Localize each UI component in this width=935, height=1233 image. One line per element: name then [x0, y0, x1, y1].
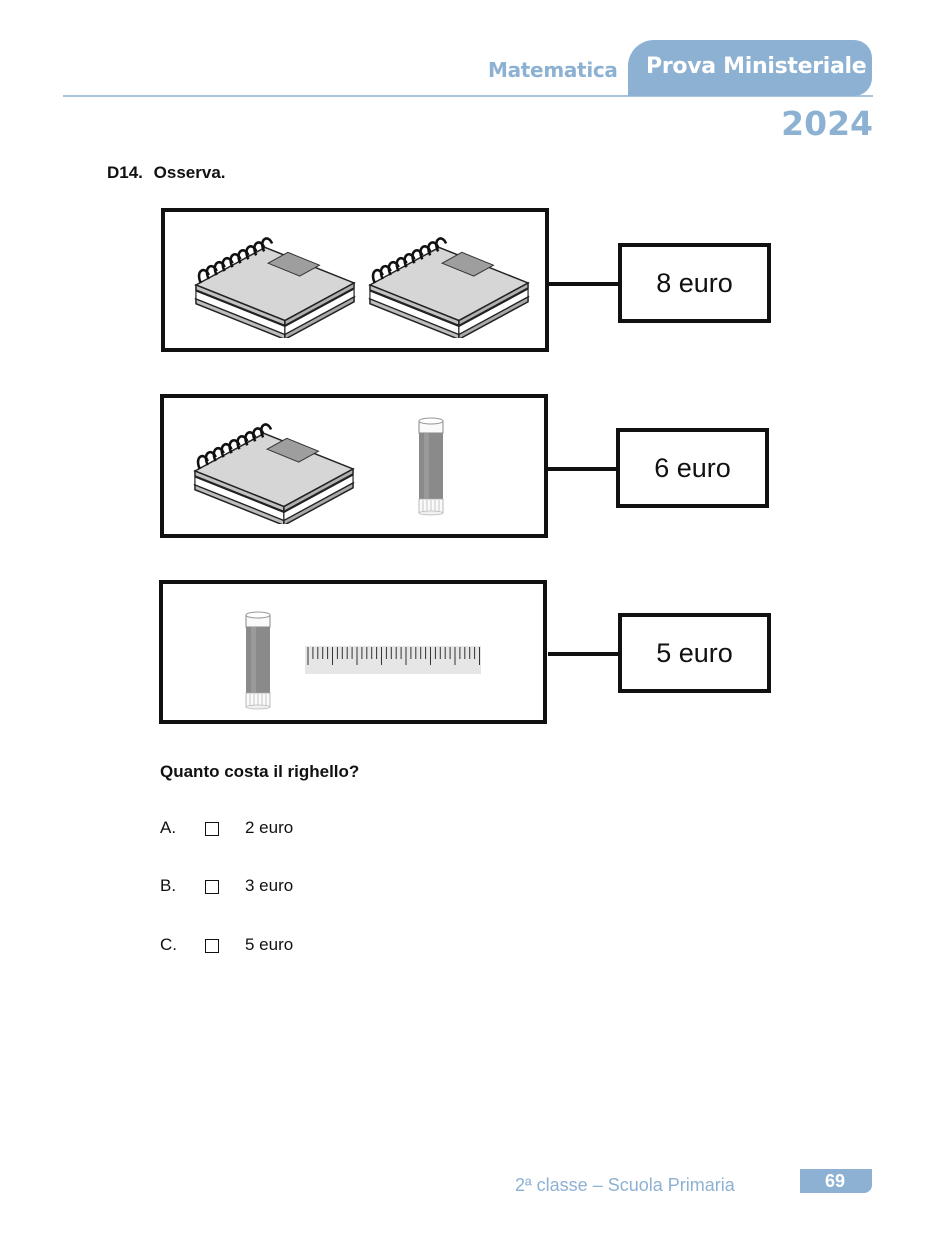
- option-label: 2 euro: [245, 818, 294, 837]
- option-letter: A.: [160, 818, 177, 837]
- ruler-icon: [305, 646, 481, 674]
- page-number: 69: [800, 1169, 872, 1193]
- connector-line: [548, 282, 620, 286]
- subject-label: Matematica: [488, 58, 618, 82]
- question-instruction: Osserva.: [153, 163, 226, 182]
- connector-line: [548, 652, 620, 656]
- option-label: 3 euro: [245, 876, 294, 895]
- option-checkbox[interactable]: [205, 938, 219, 953]
- notebook-icon: [190, 412, 358, 524]
- items-box-2: [160, 394, 548, 538]
- connector-line: [546, 467, 618, 471]
- option-b[interactable]: B. 3 euro: [160, 876, 293, 896]
- option-c[interactable]: C. 5 euro: [160, 935, 293, 955]
- price-box-1: 8 euro: [618, 243, 771, 323]
- price-box-2: 6 euro: [616, 428, 769, 508]
- items-box-3: [159, 580, 547, 724]
- question-title: D14. Osserva.: [107, 163, 226, 183]
- footer-text: 2ª classe – Scuola Primaria: [515, 1175, 735, 1195]
- option-checkbox[interactable]: [205, 821, 219, 836]
- option-letter: B.: [160, 876, 177, 895]
- glue-stick-icon: [243, 610, 273, 712]
- header-tab-label: Prova Ministeriale: [646, 54, 867, 79]
- notebook-icon: [191, 226, 359, 338]
- notebook-icon: [365, 226, 533, 338]
- header-year: 2024: [781, 104, 873, 143]
- price-box-3: 5 euro: [618, 613, 771, 693]
- header-tab: Prova Ministeriale: [628, 40, 872, 96]
- items-box-1: [161, 208, 549, 352]
- question-number: D14.: [107, 163, 143, 182]
- option-checkbox[interactable]: [205, 879, 219, 894]
- glue-stick-icon: [416, 416, 446, 518]
- option-letter: C.: [160, 935, 177, 954]
- option-a[interactable]: A. 2 euro: [160, 818, 293, 838]
- option-label: 5 euro: [245, 935, 294, 954]
- question-prompt: Quanto costa il righello?: [160, 762, 360, 781]
- header-divider: [63, 95, 873, 97]
